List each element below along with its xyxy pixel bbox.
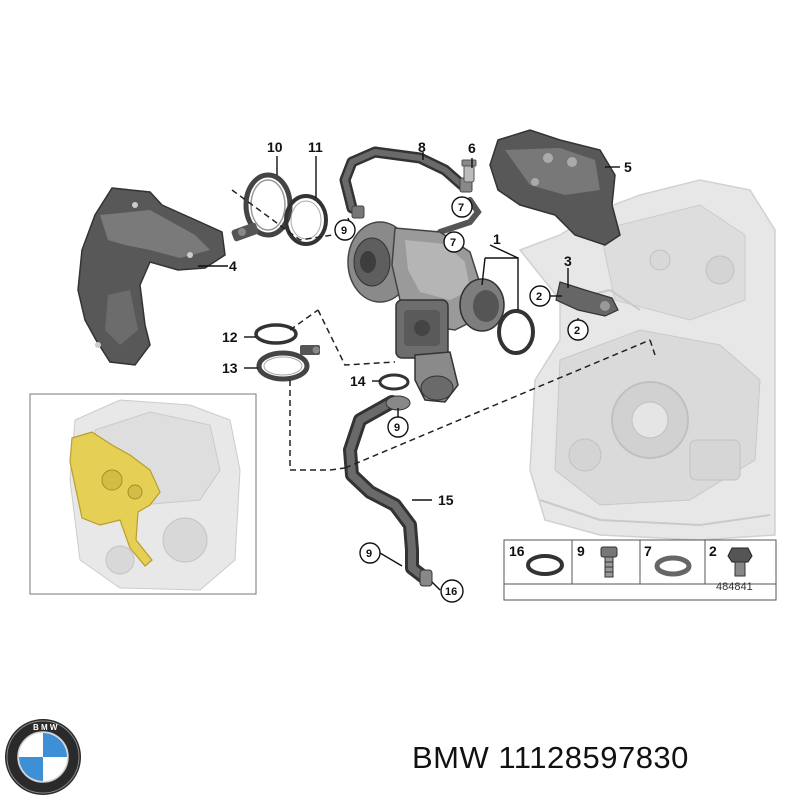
svg-text:9: 9 xyxy=(394,422,400,434)
drawing-number: 484841 xyxy=(716,581,753,593)
circled-callouts: 9 7 7 2 2 9 9 16 xyxy=(334,196,589,603)
heat-shield-right xyxy=(489,129,621,246)
bolt-icon xyxy=(600,546,618,578)
v-band-clamp xyxy=(231,172,293,242)
callout-7-lower: 7 xyxy=(443,231,465,253)
oil-line-8 xyxy=(339,146,473,219)
callout-5: 5 xyxy=(624,159,632,175)
svg-text:B M W: B M W xyxy=(33,723,58,732)
callout-11: 11 xyxy=(308,139,323,155)
legend-num-16: 16 xyxy=(509,543,525,559)
oil-return-hose-15 xyxy=(343,395,433,587)
turbocharger xyxy=(347,221,505,403)
engine-block-background xyxy=(518,179,776,541)
svg-text:2: 2 xyxy=(536,291,542,303)
callout-3: 3 xyxy=(564,253,572,269)
location-inset xyxy=(29,393,257,595)
svg-text:7: 7 xyxy=(458,202,464,214)
callout-labels: 10 11 8 6 5 4 1 3 12 13 14 15 xyxy=(222,139,632,508)
hex-bolt-icon xyxy=(727,547,753,577)
callout-12: 12 xyxy=(222,329,238,345)
seal-ring-outlet xyxy=(497,309,535,355)
svg-text:9: 9 xyxy=(366,548,372,560)
callout-14: 14 xyxy=(350,373,366,389)
svg-text:16: 16 xyxy=(445,586,457,598)
legend-num-2: 2 xyxy=(709,543,717,559)
gasket-ring-icon xyxy=(526,554,564,576)
svg-text:9: 9 xyxy=(341,225,347,237)
svg-text:2: 2 xyxy=(574,325,580,337)
bracket-3 xyxy=(555,281,619,317)
callout-2-lower: 2 xyxy=(567,319,589,341)
callout-9-bottom: 9 xyxy=(359,542,381,564)
part-number-caption: BMW 11128597830 xyxy=(412,740,689,775)
small-parts-legend: 16 9 7 2 xyxy=(503,539,777,601)
svg-text:7: 7 xyxy=(450,237,456,249)
legend-num-7: 7 xyxy=(644,543,652,559)
legend-num-9: 9 xyxy=(577,543,585,559)
callout-9-middle: 9 xyxy=(387,416,409,438)
callout-15: 15 xyxy=(438,492,454,508)
callout-2-upper: 2 xyxy=(529,285,551,307)
highlighted-turbo-area xyxy=(69,431,161,567)
callout-7-upper: 7 xyxy=(451,196,473,218)
callout-16: 16 xyxy=(440,579,464,603)
gasket-14 xyxy=(378,373,410,391)
heat-shield-left xyxy=(77,187,226,366)
callout-13: 13 xyxy=(222,360,238,376)
callout-4: 4 xyxy=(229,258,237,274)
bmw-roundel-icon: B M W xyxy=(5,719,81,795)
seal-washer-icon xyxy=(654,555,692,577)
seal-ring-12 xyxy=(254,323,298,345)
callout-6: 6 xyxy=(468,140,476,156)
callout-1: 1 xyxy=(493,231,501,247)
v-band-clamp-13 xyxy=(256,345,320,382)
callout-9-top: 9 xyxy=(334,219,356,241)
callout-8: 8 xyxy=(418,139,426,155)
banjo-bolt-6 xyxy=(461,159,477,183)
callout-10: 10 xyxy=(267,139,283,155)
assembly-lines xyxy=(231,189,656,471)
oil-feed-pipe xyxy=(437,197,482,235)
